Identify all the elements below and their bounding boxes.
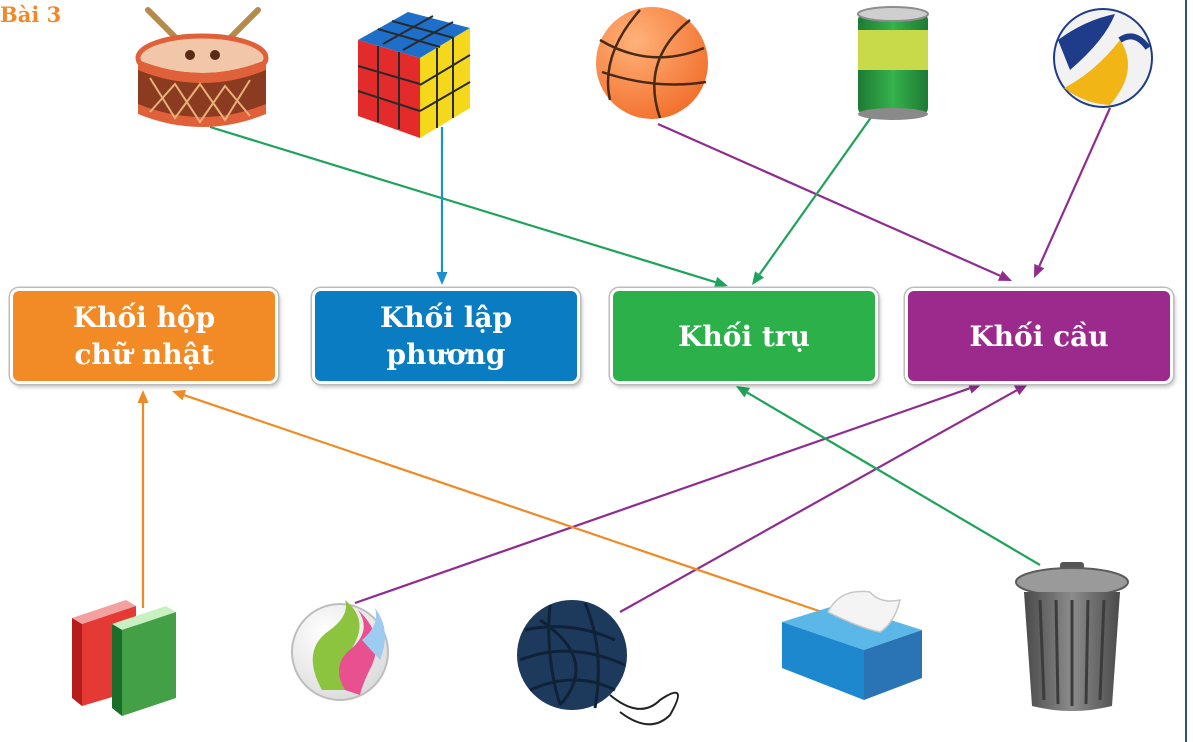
rubiks-cube-icon bbox=[357, 12, 471, 138]
arrow-books-to-box bbox=[137, 390, 149, 608]
trash-can-icon bbox=[1015, 562, 1129, 711]
books-icon bbox=[72, 600, 176, 716]
arrow-basketball-to-sphere bbox=[657, 122, 1012, 281]
category-box-cube: Khối lập phương bbox=[312, 288, 580, 384]
arrow-rubiks-cube-to-cube bbox=[436, 127, 448, 285]
category-label-cube: Khối lập phương bbox=[379, 301, 513, 371]
basketball-icon bbox=[596, 7, 708, 119]
category-box-rectangular-prism: Khối hộp chữ nhật bbox=[10, 288, 278, 384]
arrow-food-can-to-cylinder bbox=[752, 115, 873, 285]
arrow-drum-to-cylinder bbox=[209, 125, 728, 288]
volleyball-icon bbox=[1053, 8, 1153, 108]
food-can-icon bbox=[857, 6, 929, 120]
category-label-rectangular-prism: Khối hộp chữ nhật bbox=[72, 301, 216, 371]
arrow-marble-to-sphere bbox=[354, 383, 982, 605]
exercise-title: Bài 3 bbox=[0, 2, 62, 27]
category-label-cylinder: Khối trụ bbox=[678, 319, 810, 353]
arrow-layer bbox=[137, 107, 1112, 614]
page-frame-line bbox=[1185, 0, 1187, 742]
arrow-volleyball-to-sphere bbox=[1034, 107, 1112, 278]
category-label-sphere: Khối cầu bbox=[969, 319, 1109, 353]
category-box-cylinder: Khối trụ bbox=[610, 288, 878, 384]
category-box-sphere: Khối cầu bbox=[905, 288, 1173, 384]
arrow-tissue-box-to-box bbox=[172, 389, 823, 614]
drum-icon bbox=[135, 7, 269, 127]
marble-icon bbox=[291, 600, 389, 701]
tissue-box-icon bbox=[782, 590, 922, 700]
arrow-trash-can-to-cylinder bbox=[736, 386, 1041, 566]
yarn-ball-icon bbox=[517, 600, 679, 726]
arrow-yarn-ball-to-sphere bbox=[619, 384, 1028, 613]
